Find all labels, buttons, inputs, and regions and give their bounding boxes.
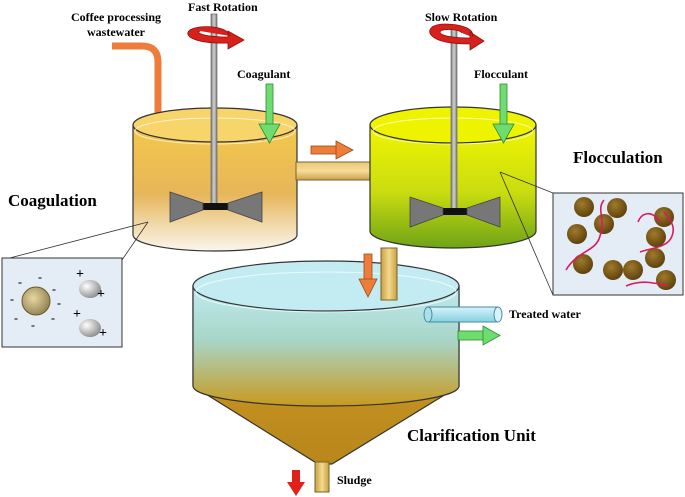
positive-charge: + [73,307,81,322]
slow-mixer [409,27,501,228]
floc-particle [594,214,614,234]
fast-rotation-label: Fast Rotation [188,0,258,14]
floc-particle [645,248,665,268]
coagulation-label: Coagulation [8,191,97,210]
transfer-arrow-icon [310,140,354,160]
negative-charge: - [31,318,35,332]
coagulant-ion [79,319,101,337]
treated-water-arrow-icon [457,325,501,346]
floc-particle [574,197,594,217]
clarification-unit-label: Clarification Unit [407,426,536,445]
floc-particle [567,224,587,244]
fast-rotation-arrow-icon [187,26,245,50]
floc-particle [607,198,627,218]
negative-charge: - [52,282,56,296]
sludge-outlet-pipe [314,461,330,493]
polymer-chain [565,199,675,287]
floc-particle [623,260,643,280]
coagulant-label: Coagulant [237,67,291,81]
negative-charge: - [18,275,22,289]
clarifier-tank [192,260,460,465]
negative-charge: - [57,296,61,310]
floc-particle [656,270,676,290]
flocculant-arrow-icon [492,83,515,144]
sludge-arrow-icon [287,470,305,496]
negative-charge: - [38,270,42,284]
negative-charge: - [51,311,55,325]
floc-particle [603,260,623,280]
fast-mixer [169,13,263,223]
coagulation-zoom-lines [1,221,149,261]
flocculant-label: Flocculant [474,67,528,81]
downflow-arrow-icon [358,253,378,298]
coagulant-ion [79,280,101,298]
flocculation-zoom-lines [499,171,554,296]
coagulant-arrow-icon [258,83,281,144]
colloid-particle [21,286,51,316]
negative-charge: - [14,311,18,325]
treated-water-label: Treated water [509,307,581,321]
floc-particle [573,254,593,274]
positive-charge: + [97,287,105,302]
slow-rotation-arrow-icon [429,23,485,51]
positive-charge: + [99,326,107,341]
sludge-label: Sludge [337,473,372,487]
flocculation-label: Flocculation [573,148,663,167]
slow-rotation-label: Slow Rotation [425,10,498,24]
floc-particle [646,227,666,247]
flocculation-inset [552,192,684,296]
connecting-pipe [295,161,373,181]
coffee-wastewater-label: Coffee processing wastewater [70,10,162,39]
negative-charge: - [10,292,14,306]
positive-charge: + [76,267,84,282]
floc-particle [654,207,674,227]
coagulation-inset [1,257,123,348]
treated-water-pipe [423,306,503,323]
